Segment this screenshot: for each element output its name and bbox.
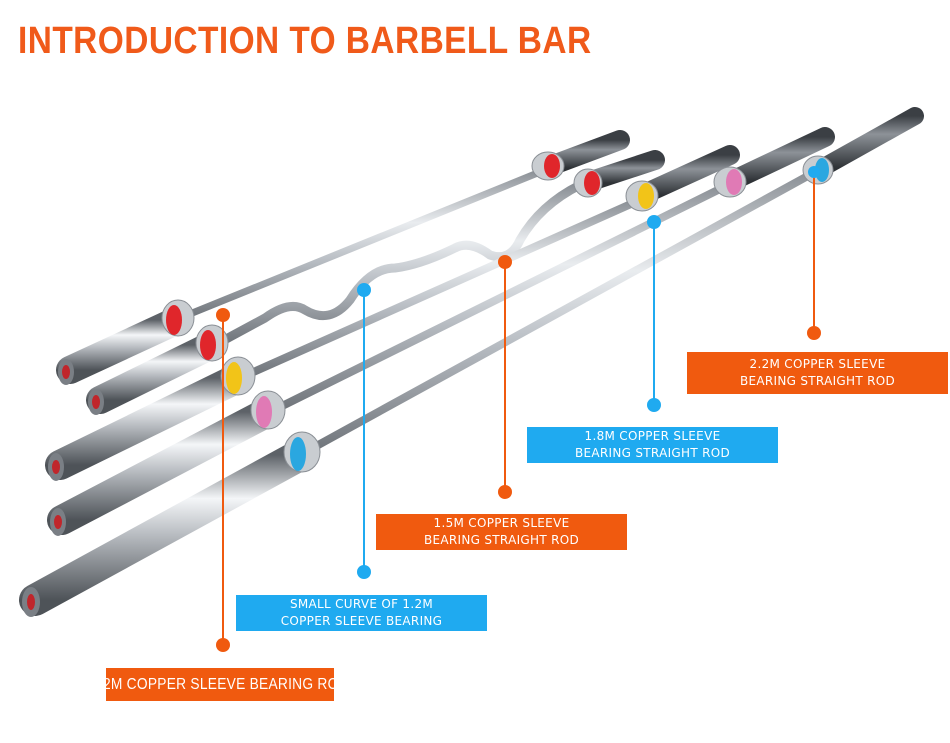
- label-1-5m-line1: 1.5M COPPER SLEEVE: [433, 516, 570, 530]
- callout-2-2m: [807, 166, 821, 340]
- label-curve-1-2m-line2: COPPER SLEEVE BEARING: [280, 614, 443, 628]
- label-curve-1-2m: SMALL CURVE OF 1.2M COPPER SLEEVE BEARIN…: [236, 595, 487, 631]
- label-1-8m-line1: 1.8M COPPER SLEEVE: [584, 429, 721, 443]
- label-2-2m: 2.2M COPPER SLEEVE BEARING STRAIGHT ROD: [687, 352, 948, 394]
- callout-1-8m: [647, 215, 661, 412]
- page-title: INTRODUCTION TO BARBELL BAR: [18, 20, 592, 62]
- label-1-8m-line2: BEARING STRAIGHT ROD: [574, 446, 731, 460]
- label-1-5m-line2: BEARING STRAIGHT ROD: [423, 533, 580, 547]
- bar-curl-1-2m: [86, 150, 665, 415]
- label-1-5m: 1.5M COPPER SLEEVE BEARING STRAIGHT ROD: [376, 514, 627, 550]
- bar-2-2m-straight: [19, 107, 924, 617]
- label-2-2m-line1: 2.2M COPPER SLEEVE: [749, 357, 886, 371]
- bar-1-2m-straight: [56, 130, 630, 385]
- label-curve-1-2m-line1: SMALL CURVE OF 1.2M: [289, 597, 434, 611]
- callout-1-5m: [498, 255, 512, 499]
- label-1-2m: 1.2M COPPER SLEEVE BEARING ROD: [91, 668, 349, 701]
- label-1-8m: 1.8M COPPER SLEEVE BEARING STRAIGHT ROD: [527, 427, 778, 463]
- label-2-2m-line2: BEARING STRAIGHT ROD: [739, 374, 896, 388]
- callout-1-2m: [216, 308, 230, 652]
- callout-curve-1-2m: [357, 283, 371, 579]
- label-1-2m-text: 1.2M COPPER SLEEVE BEARING ROD: [91, 676, 349, 693]
- bar-1-5m-straight: [45, 145, 740, 481]
